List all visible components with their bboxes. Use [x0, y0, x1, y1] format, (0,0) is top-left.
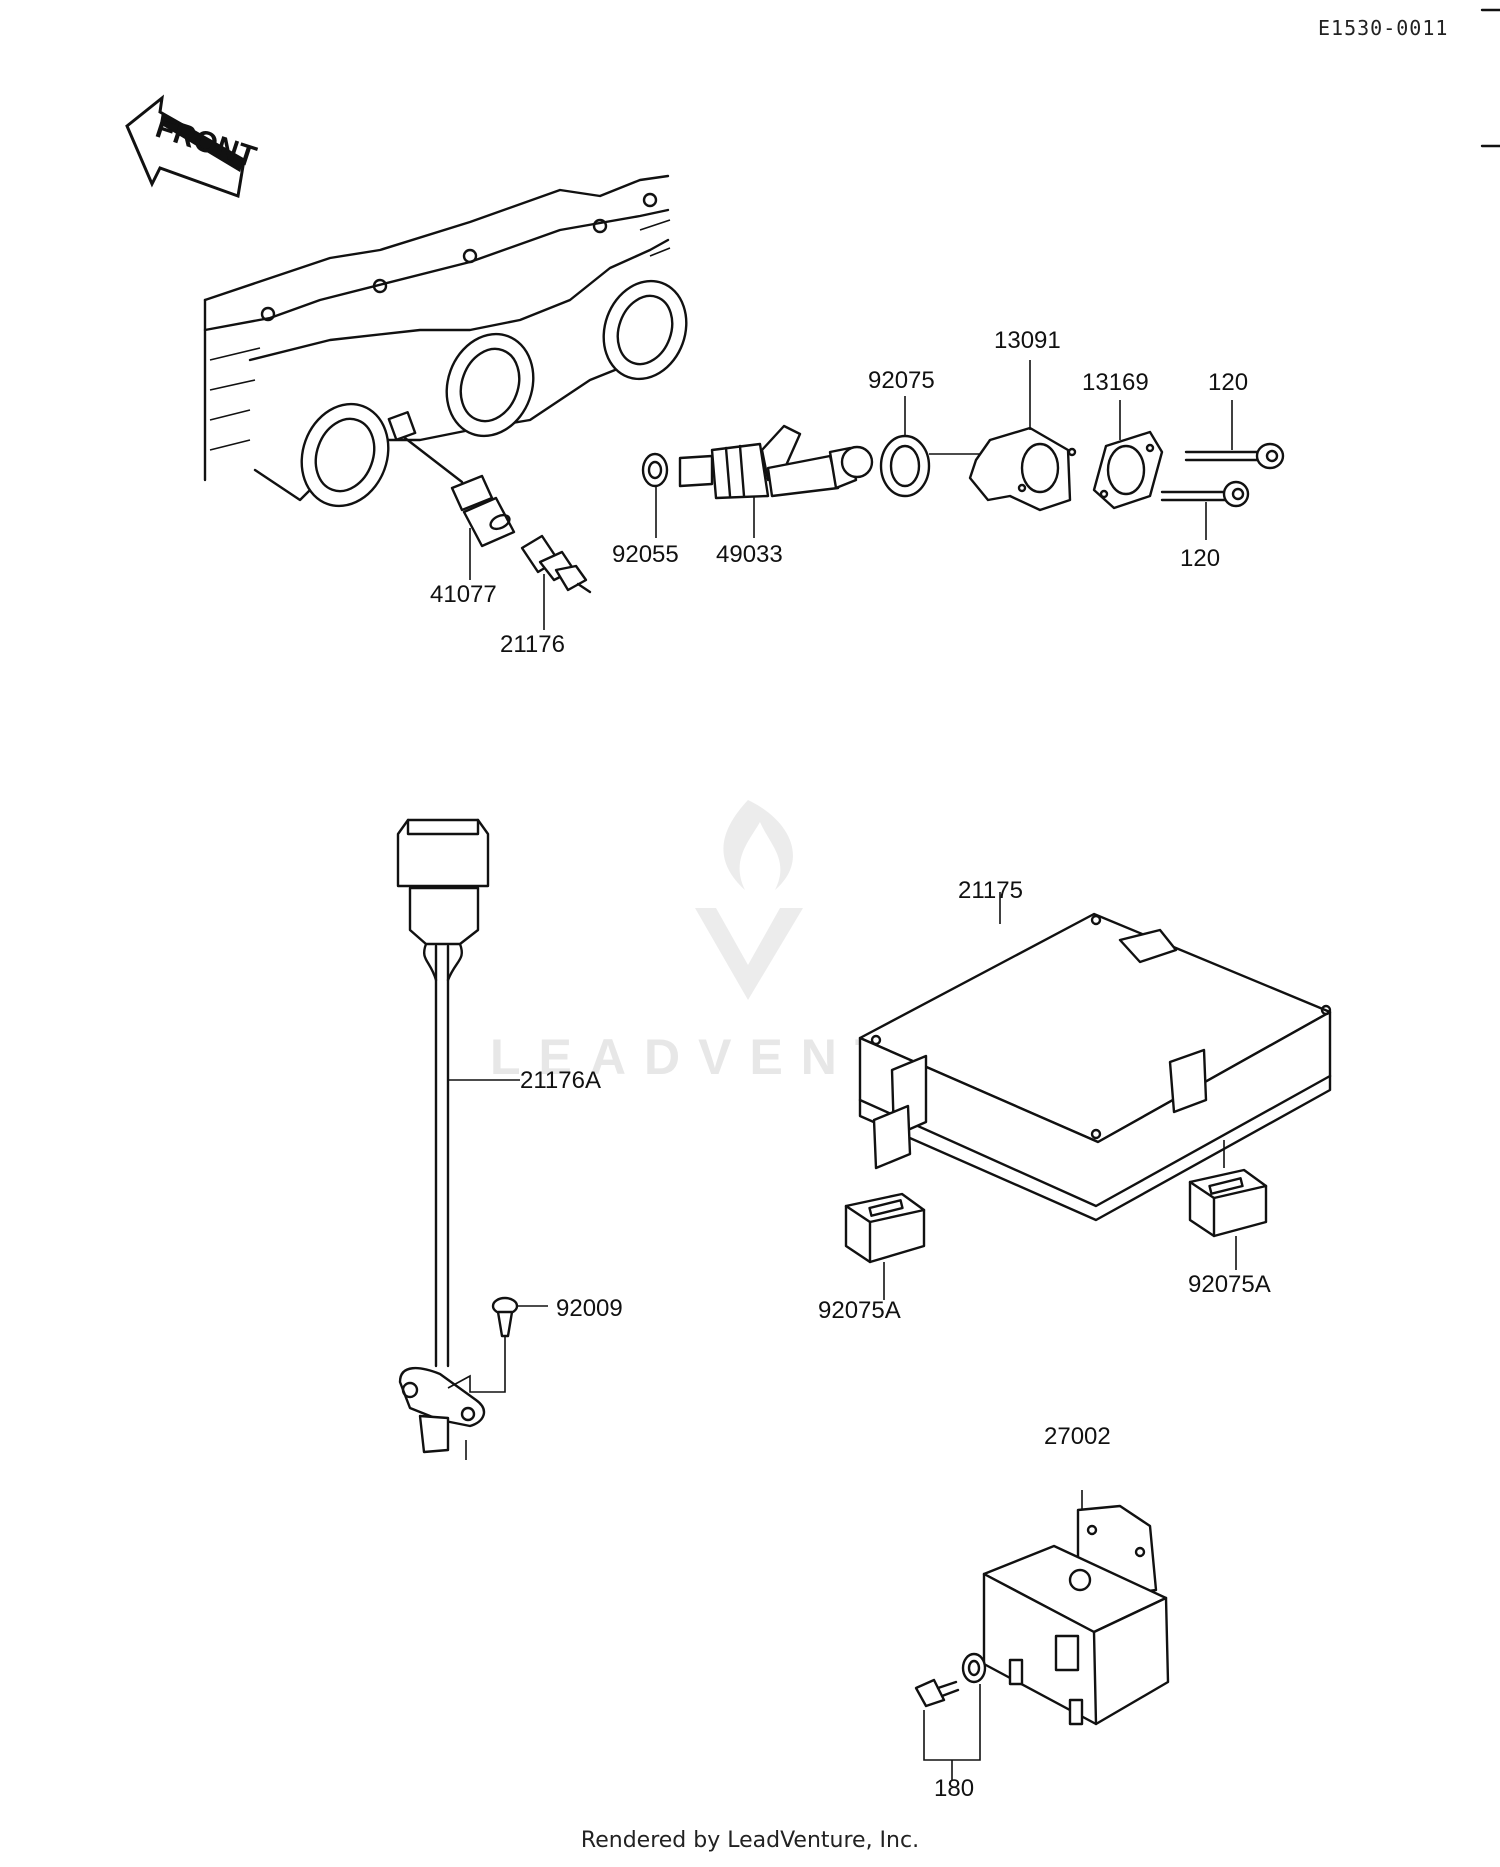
- footer-credit: Rendered by LeadVenture, Inc.: [580, 1828, 920, 1853]
- label-21175: 21175: [958, 877, 1023, 904]
- washer-92055: [641, 452, 669, 488]
- label-13091: 13091: [994, 327, 1061, 354]
- pad-92075A-left: [844, 1192, 926, 1300]
- label-92055: 92055: [612, 541, 679, 568]
- pad-92075A-right: [1188, 1140, 1268, 1270]
- holder-13091: [968, 426, 1077, 512]
- label-21176: 21176: [500, 631, 565, 658]
- label-120-lower: 120: [1180, 545, 1220, 572]
- edge-marks: [1480, 8, 1500, 148]
- front-arrow-icon: FRONT: [125, 94, 260, 199]
- label-92009: 92009: [556, 1295, 623, 1322]
- label-41077: 41077: [430, 581, 497, 608]
- injector-49033: [678, 424, 874, 500]
- sensor-21176: [520, 534, 592, 594]
- label-92075: 92075: [868, 367, 935, 394]
- screw-92009: [447, 1296, 548, 1460]
- label-180: 180: [934, 1775, 974, 1802]
- bolt-180: [914, 1652, 987, 1780]
- label-21176A: 21176A: [520, 1067, 601, 1094]
- watermark-logo: [695, 800, 803, 1000]
- label-27002: 27002: [1044, 1423, 1111, 1450]
- cylinder-head: [203, 174, 688, 508]
- bolt-120-lower: [1160, 480, 1250, 508]
- label-13169: 13169: [1082, 369, 1149, 396]
- sensor-harness-21176A: [396, 818, 520, 1454]
- part-numbers: 41077 21176 92055 49033 92075 13091 1316…: [430, 327, 1271, 1802]
- label-92075A-left: 92075A: [818, 1297, 901, 1324]
- label-120-upper: 120: [1208, 369, 1248, 396]
- relay-27002: [982, 1490, 1170, 1726]
- ecu-21175: [858, 892, 1332, 1222]
- diagram-code: E1530-0011: [1318, 16, 1449, 40]
- gasket-13169: [1092, 430, 1164, 510]
- label-92075A-right: 92075A: [1188, 1271, 1271, 1298]
- label-49033: 49033: [716, 541, 783, 568]
- bolt-120-upper: [1184, 442, 1285, 470]
- callout-lines: [469, 360, 1233, 630]
- adapter-41077: [450, 474, 516, 548]
